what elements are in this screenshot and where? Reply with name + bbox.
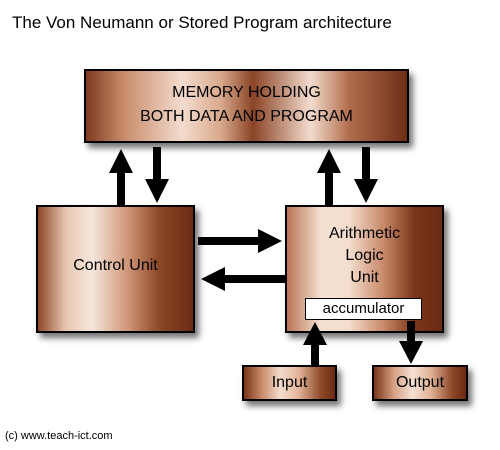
memory-box: MEMORY HOLDING BOTH DATA AND PROGRAM [84, 69, 409, 143]
copyright-footer: (c) www.teach-ict.com [5, 430, 113, 442]
input-box: Input [242, 365, 337, 401]
alu-label-line2: Logic [345, 247, 384, 264]
control-unit-label: Control Unit [73, 257, 158, 274]
control-unit-box: Control Unit [36, 205, 195, 333]
arrow-memory-to-alu [354, 147, 378, 203]
output-label: Output [395, 374, 445, 391]
memory-label-line1: MEMORY HOLDING [172, 84, 321, 101]
arrow-control-to-alu [198, 229, 282, 253]
input-label: Input [271, 374, 308, 391]
arrow-alu-to-memory [317, 149, 341, 205]
accumulator-box: accumulator [305, 298, 422, 320]
arrow-control-to-memory [109, 149, 133, 205]
diagram-title: The Von Neumann or Stored Program archit… [12, 13, 392, 32]
arrow-memory-to-control [145, 147, 169, 203]
arrow-alu-to-control [201, 267, 285, 291]
output-box: Output [372, 365, 468, 401]
memory-label-line2: BOTH DATA AND PROGRAM [140, 108, 353, 125]
memory-label: MEMORY HOLDING BOTH DATA AND PROGRAM [86, 81, 407, 129]
alu-label-line1: Arithmetic [328, 225, 401, 242]
alu-label: Arithmetic Logic Unit [287, 223, 442, 289]
alu-label-line3: Unit [350, 269, 379, 286]
